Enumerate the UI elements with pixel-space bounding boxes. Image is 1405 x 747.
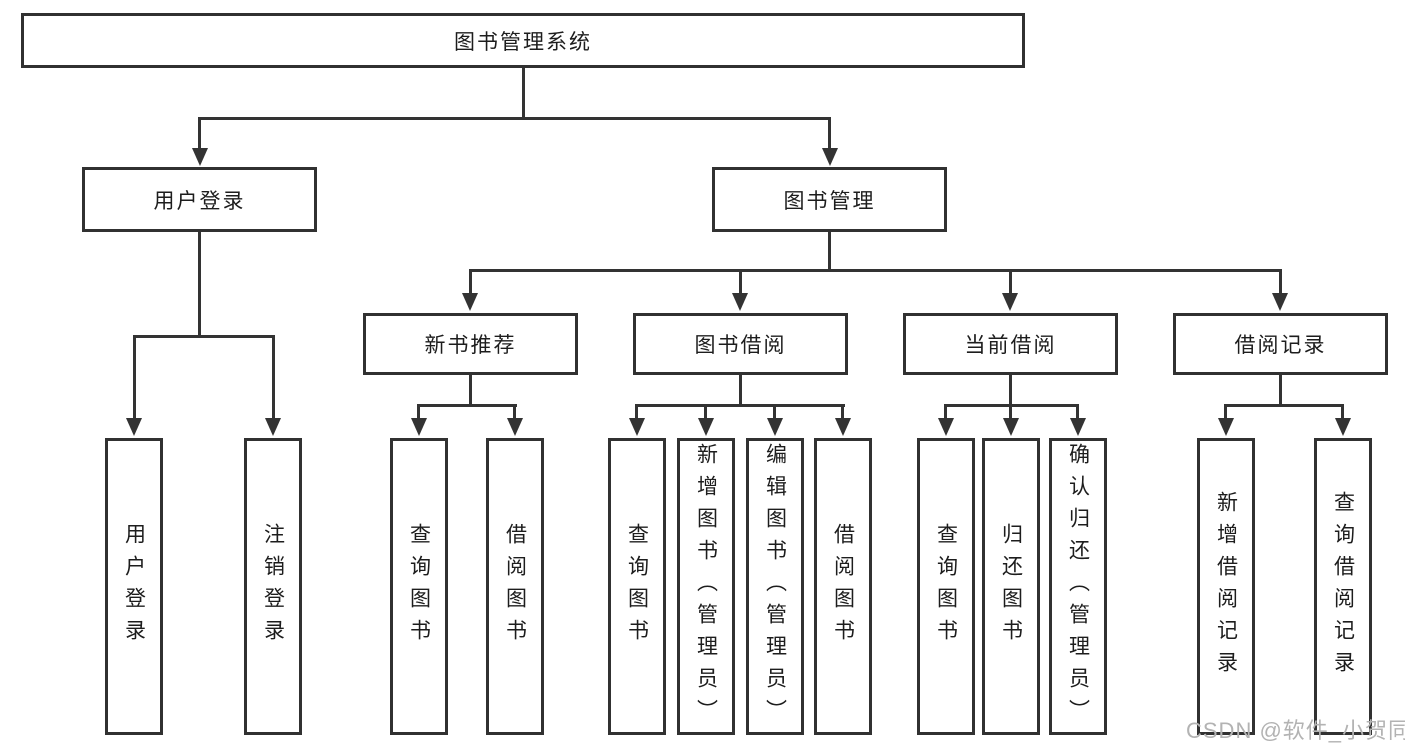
leaf-confirm-return-admin: 确认归还（管理员） — [1049, 438, 1107, 735]
leaf-add-borrow-record: 新增借阅记录 — [1197, 438, 1255, 735]
arrow-down-icon — [411, 418, 427, 436]
arrow-down-icon — [265, 418, 281, 436]
arrow-down-icon — [1272, 293, 1288, 311]
connector-line — [828, 232, 831, 272]
arrow-down-icon — [1002, 293, 1018, 311]
connector-line — [1224, 404, 1227, 420]
connector-line — [198, 117, 831, 120]
arrow-down-icon — [1070, 418, 1086, 436]
node-book-management: 图书管理 — [712, 167, 947, 232]
node-borrow-records: 借阅记录 — [1173, 313, 1388, 375]
arrow-down-icon — [732, 293, 748, 311]
connector-line — [945, 404, 1079, 407]
connector-line — [1225, 404, 1344, 407]
node-book-borrow: 图书借阅 — [633, 313, 848, 375]
connector-line — [522, 68, 525, 118]
connector-line — [1076, 404, 1079, 420]
connector-line — [841, 404, 844, 420]
connector-line — [944, 404, 947, 420]
arrow-down-icon — [822, 148, 838, 166]
arrow-down-icon — [938, 418, 954, 436]
connector-line — [1009, 375, 1012, 407]
connector-line — [1009, 404, 1012, 420]
leaf-edit-book-admin: 编辑图书（管理员） — [746, 438, 804, 735]
arrow-down-icon — [767, 418, 783, 436]
connector-line — [773, 404, 776, 420]
leaf-query-books-borrow: 查询图书 — [608, 438, 666, 735]
arrow-down-icon — [1003, 418, 1019, 436]
connector-line — [133, 335, 275, 338]
arrow-down-icon — [192, 148, 208, 166]
leaf-return-book: 归还图书 — [982, 438, 1040, 735]
leaf-borrow-books-borrow: 借阅图书 — [814, 438, 872, 735]
leaf-query-borrow-record: 查询借阅记录 — [1314, 438, 1372, 735]
connector-line — [133, 335, 136, 420]
connector-line — [1279, 375, 1282, 407]
arrow-down-icon — [1335, 418, 1351, 436]
connector-line — [198, 117, 201, 149]
connector-line — [1279, 269, 1282, 295]
connector-line — [739, 269, 742, 295]
arrow-down-icon — [835, 418, 851, 436]
leaf-query-books-recommend: 查询图书 — [390, 438, 448, 735]
connector-line — [1009, 269, 1012, 295]
connector-line — [417, 404, 420, 420]
connector-line — [469, 375, 472, 407]
arrow-down-icon — [1218, 418, 1234, 436]
arrow-down-icon — [126, 418, 142, 436]
connector-line — [635, 404, 638, 420]
leaf-query-books-current: 查询图书 — [917, 438, 975, 735]
connector-line — [198, 232, 201, 338]
csdn-watermark: CSDN @软件_小贺同学 — [1186, 718, 1405, 743]
leaf-user-login: 用户登录 — [105, 438, 163, 735]
connector-line — [828, 117, 831, 149]
connector-line — [272, 335, 275, 420]
connector-line — [739, 375, 742, 407]
arrow-down-icon — [462, 293, 478, 311]
leaf-logout: 注销登录 — [244, 438, 302, 735]
node-new-book-recommend: 新书推荐 — [363, 313, 578, 375]
connector-line — [469, 269, 1282, 272]
connector-line — [636, 404, 845, 407]
node-root: 图书管理系统 — [21, 13, 1025, 68]
leaf-add-book-admin: 新增图书（管理员） — [677, 438, 735, 735]
node-current-borrow: 当前借阅 — [903, 313, 1118, 375]
leaf-borrow-books-recommend: 借阅图书 — [486, 438, 544, 735]
connector-line — [1341, 404, 1344, 420]
arrow-down-icon — [698, 418, 714, 436]
arrow-down-icon — [507, 418, 523, 436]
connector-line — [513, 404, 516, 420]
connector-line — [469, 269, 472, 295]
node-user-login: 用户登录 — [82, 167, 317, 232]
connector-line — [418, 404, 517, 407]
connector-line — [704, 404, 707, 420]
arrow-down-icon — [629, 418, 645, 436]
